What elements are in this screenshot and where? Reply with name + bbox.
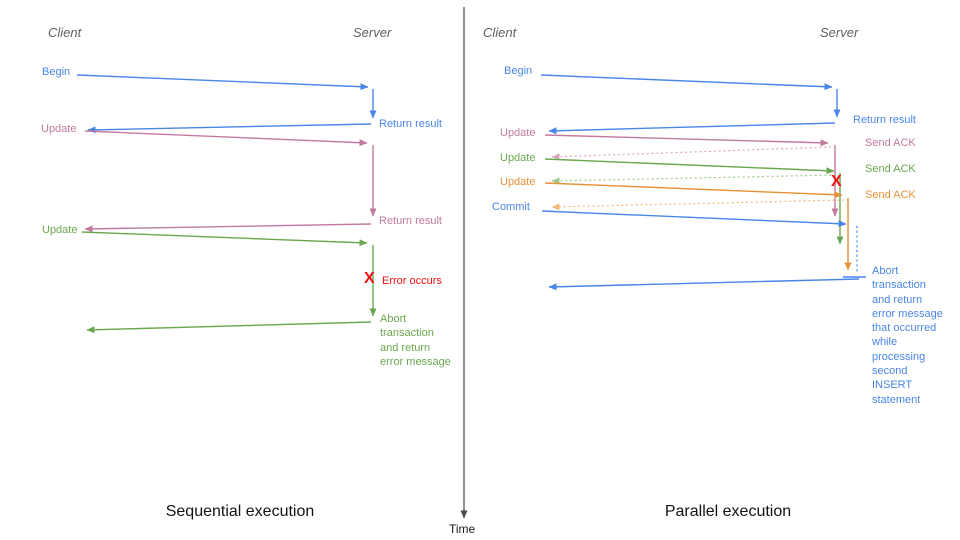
- par-commit-label: Commit: [492, 201, 530, 213]
- seq-return-result1-arrow: [87, 123, 372, 134]
- par-begin-label: Begin: [504, 65, 533, 77]
- par-update1-label: Update: [500, 127, 536, 139]
- seq-update1-label: Update: [41, 123, 77, 135]
- seq-return-result1-label: Return result: [379, 118, 442, 130]
- time-axis-label: Time: [449, 522, 476, 536]
- par-abort-return-arrow: [548, 278, 860, 291]
- seq-error-label: Error occurs: [382, 275, 442, 287]
- seq-abort-label: Abort transaction and return error messa…: [380, 313, 451, 368]
- par-ack2-label: Send ACK: [865, 163, 916, 175]
- seq-panel-title: Sequential execution: [165, 503, 315, 520]
- seq-abort-return-arrow: [86, 321, 372, 334]
- seq-return-result2-arrow: [84, 223, 372, 233]
- par-error-x-icon: X: [831, 173, 842, 190]
- par-ack3-label: Send ACK: [865, 189, 916, 201]
- par-commit-request-arrow: [541, 210, 847, 228]
- par-begin-request-arrow: [540, 74, 833, 91]
- par-abort-label: Abort transaction and return error messa…: [872, 265, 943, 406]
- seq-client-header: Client: [48, 25, 82, 40]
- seq-server-header: Server: [353, 25, 392, 40]
- par-update2-request-arrow: [544, 158, 835, 175]
- seq-update2-label: Update: [42, 224, 78, 236]
- par-ack1-dashed-arrow: [551, 146, 832, 161]
- par-ack3-dashed-arrow: [551, 199, 845, 211]
- seq-begin-request-arrow: [76, 74, 369, 91]
- par-update1-request-arrow: [544, 134, 829, 147]
- seq-return-result2-label: Return result: [379, 215, 442, 227]
- seq-begin-label: Begin: [42, 66, 71, 78]
- par-server-header: Server: [820, 25, 859, 40]
- seq-update1-request-arrow: [84, 130, 368, 147]
- seq-error-x-icon: X: [364, 270, 375, 287]
- par-ack1-label: Send ACK: [865, 137, 916, 149]
- par-update2-label: Update: [500, 152, 536, 164]
- par-update3-request-arrow: [544, 182, 843, 199]
- par-ack2-dashed-arrow: [551, 174, 837, 185]
- par-return-result-arrow: [548, 122, 836, 135]
- par-client-header: Client: [483, 25, 517, 40]
- par-panel-title: Parallel execution: [664, 503, 792, 520]
- par-return-result-label: Return result: [853, 114, 916, 126]
- seq-update2-request-arrow: [81, 231, 368, 247]
- par-update3-label: Update: [500, 176, 536, 188]
